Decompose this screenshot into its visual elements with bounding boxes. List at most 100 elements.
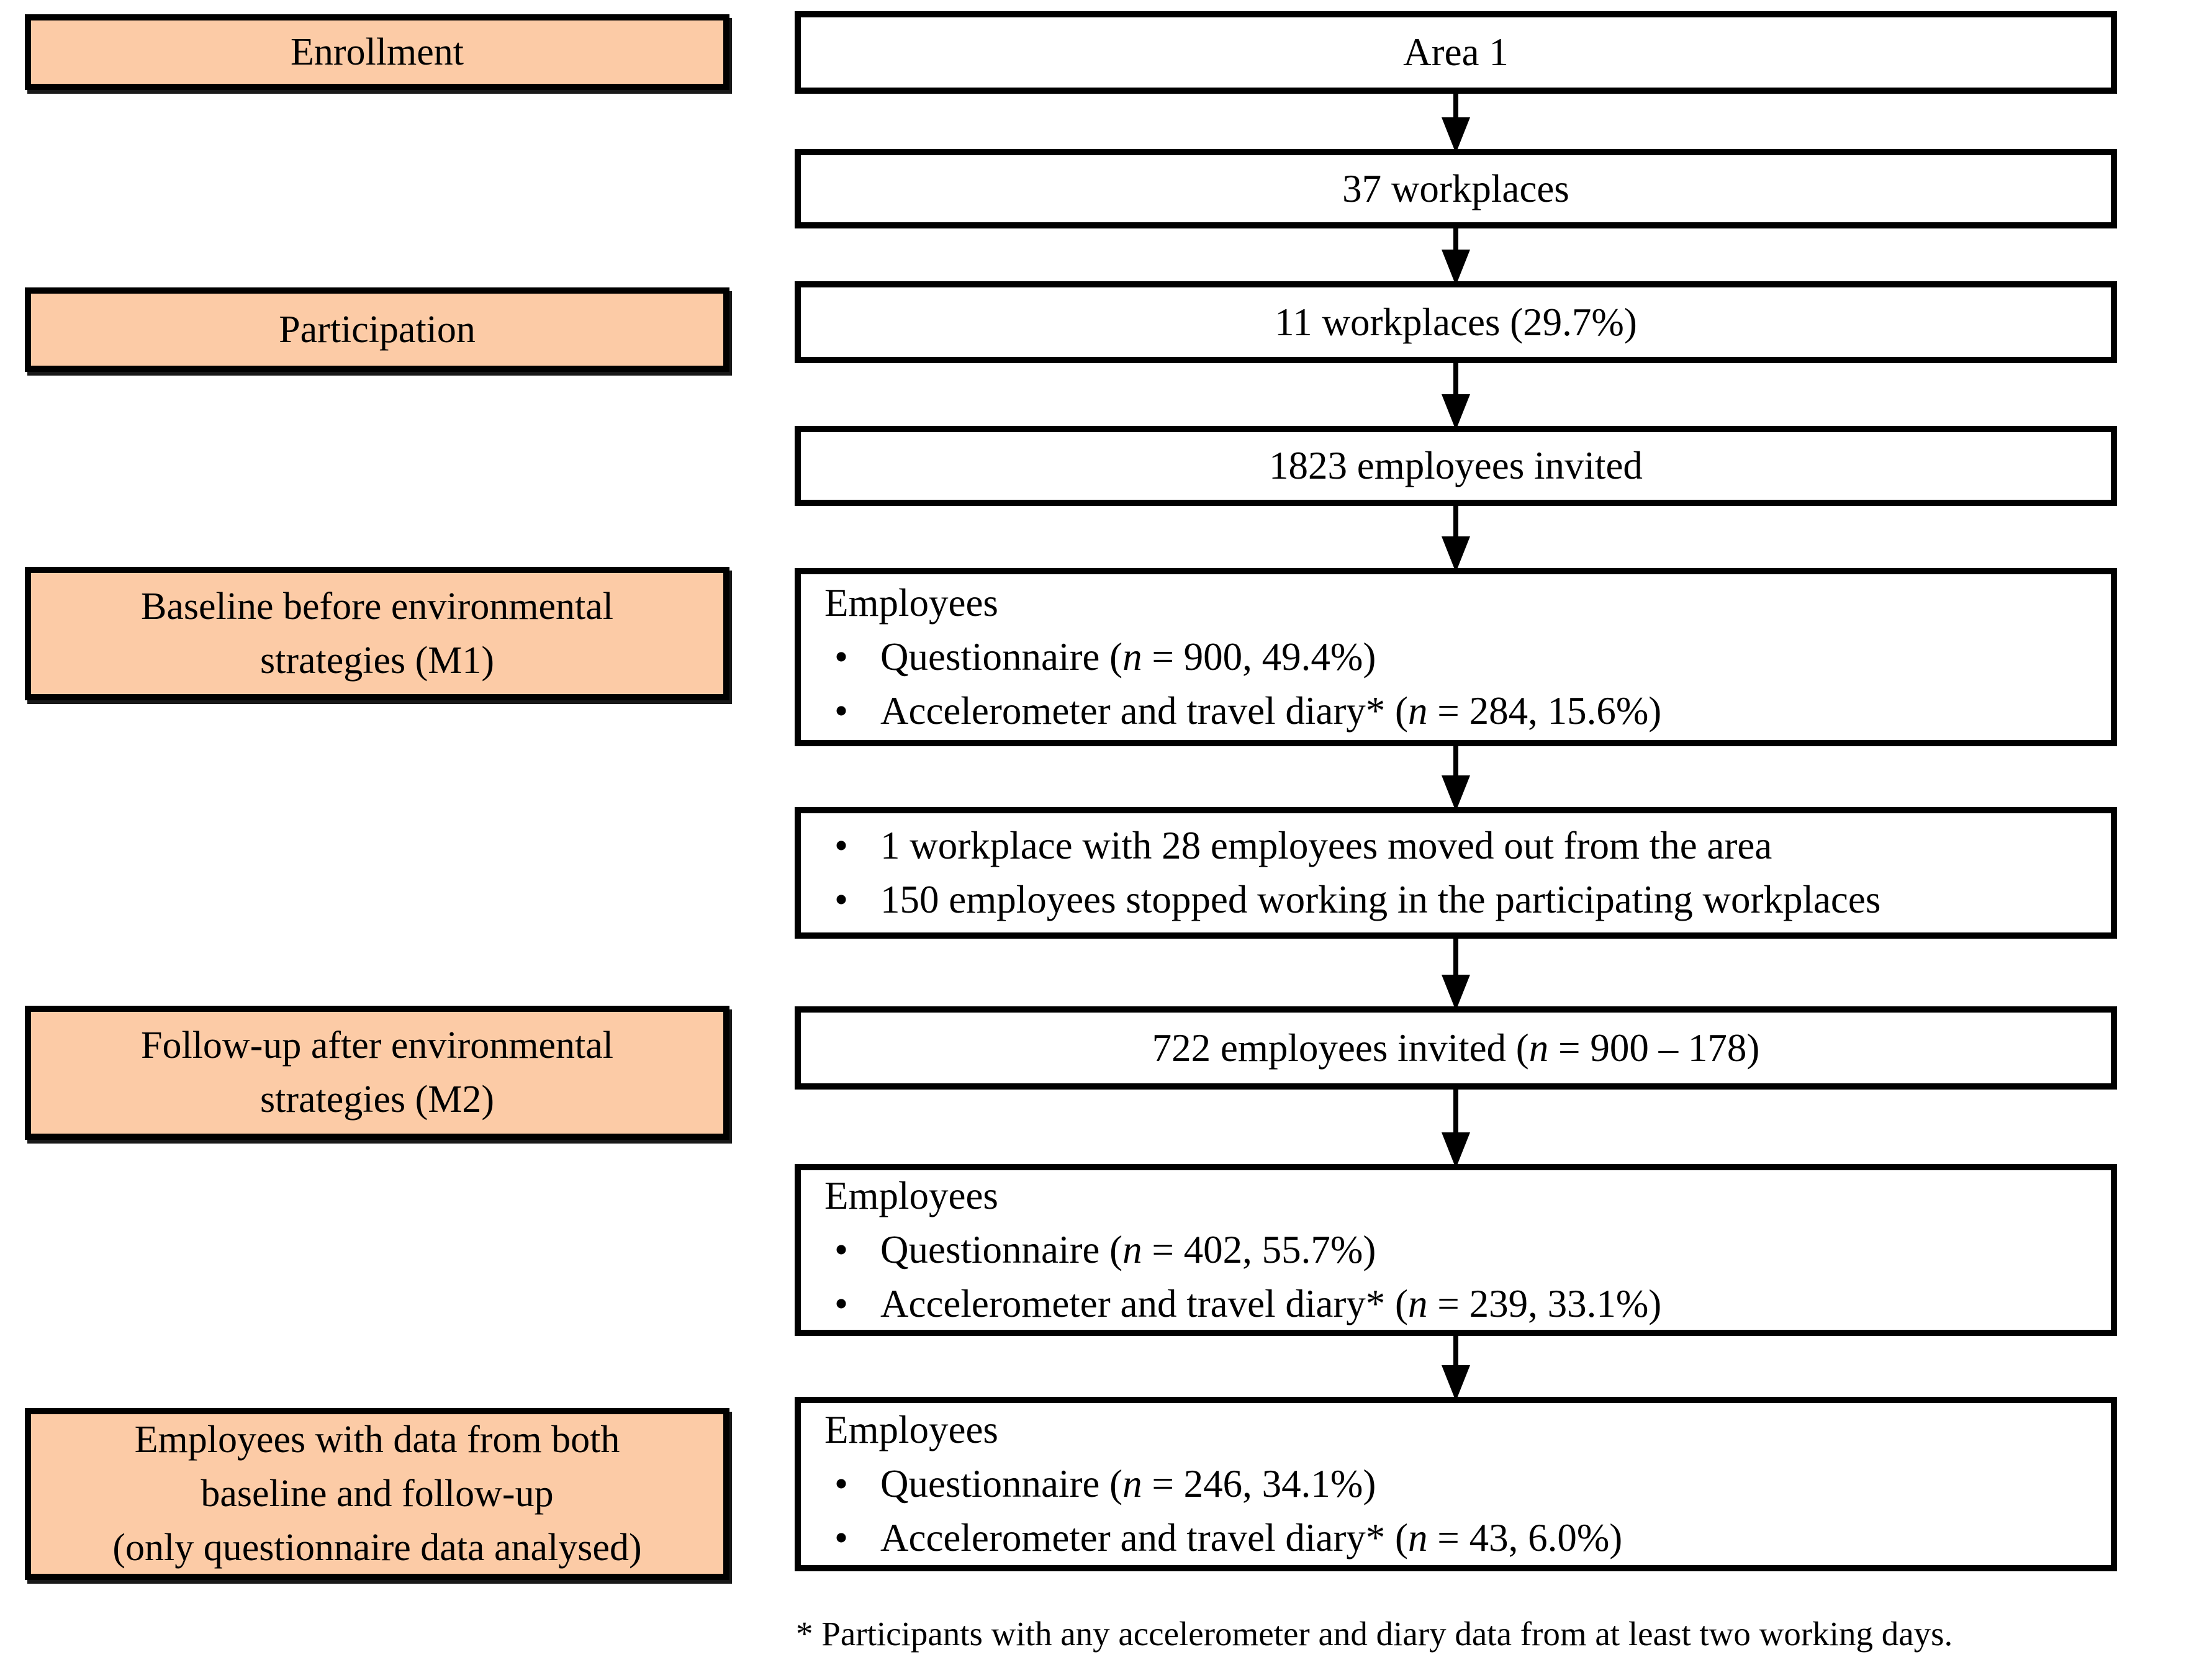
stage-label-text: Participation bbox=[279, 308, 476, 351]
bullet-icon: • bbox=[834, 688, 849, 733]
flow-box-text: 37 workplaces bbox=[1342, 166, 1569, 210]
footnote: * Participants with any accelerometer an… bbox=[796, 1615, 1953, 1653]
n-variable: n bbox=[1122, 1228, 1142, 1272]
bullet-icon: • bbox=[834, 1462, 849, 1506]
stage-label-participation: Participation bbox=[25, 287, 729, 372]
arrow-stem bbox=[1453, 1336, 1458, 1365]
arrow-head bbox=[1442, 975, 1470, 1011]
arrow-head bbox=[1442, 394, 1470, 430]
flow-box-text: 1823 employees invited bbox=[1269, 444, 1643, 487]
bullet-text: Questionnaire (n = 900, 49.4%) bbox=[880, 630, 1376, 684]
flow-box-11-workplaces: 11 workplaces (29.7%) bbox=[795, 281, 2117, 363]
flow-box-text: 722 employees invited (n = 900 – 178) bbox=[1152, 1026, 1760, 1071]
n-variable: n bbox=[1122, 635, 1142, 679]
bullet-text-pre: Questionnaire ( bbox=[880, 1228, 1123, 1272]
flow-box-heading: Employees bbox=[824, 1408, 998, 1452]
flow-box-text: Area 1 bbox=[1403, 30, 1509, 74]
down-arrow-icon bbox=[1442, 939, 1470, 1011]
down-arrow-icon bbox=[1442, 228, 1470, 286]
down-arrow-icon bbox=[1442, 1090, 1470, 1168]
n-variable: n bbox=[1408, 688, 1428, 733]
n-variable: n bbox=[1408, 1515, 1428, 1559]
bullet-icon: • bbox=[834, 878, 849, 921]
stage-label-both-timepoints: Employees with data from both baseline a… bbox=[25, 1408, 729, 1580]
stage-label-text: strategies (M2) bbox=[260, 1078, 495, 1121]
arrow-head bbox=[1442, 117, 1470, 153]
arrow-stem bbox=[1453, 94, 1458, 117]
bullet-line: • Accelerometer and travel diary* (n = 2… bbox=[824, 1277, 2087, 1330]
down-arrow-icon bbox=[1442, 1336, 1470, 1401]
down-arrow-icon bbox=[1442, 746, 1470, 811]
stage-label-followup-m2: Follow-up after environmental strategies… bbox=[25, 1006, 729, 1140]
flow-box-baseline-employees: Employees • Questionnaire (n = 900, 49.4… bbox=[795, 568, 2117, 746]
bullet-text-pre: Questionnaire ( bbox=[880, 1462, 1123, 1506]
stage-label-text: strategies (M1) bbox=[260, 639, 495, 682]
bullet-text: Questionnaire (n = 246, 34.1%) bbox=[880, 1457, 1376, 1511]
bullet-text-pre: Accelerometer and travel diary* ( bbox=[880, 1281, 1409, 1325]
down-arrow-icon bbox=[1442, 363, 1470, 430]
bullet-text-post: = 402, 55.7%) bbox=[1142, 1228, 1376, 1272]
bullet-line: • 1 workplace with 28 employees moved ou… bbox=[824, 819, 2087, 873]
bullet-text: Accelerometer and travel diary* (n = 284… bbox=[880, 684, 1661, 738]
bullet-text: 150 employees stopped working in the par… bbox=[880, 878, 1881, 921]
bullet-line: • Questionnaire (n = 246, 34.1%) bbox=[824, 1457, 2087, 1511]
arrow-stem bbox=[1453, 939, 1458, 975]
bullet-text: 1 workplace with 28 employees moved out … bbox=[880, 824, 1772, 868]
flow-box-area-1: Area 1 bbox=[795, 11, 2117, 94]
bullet-text: Accelerometer and travel diary* (n = 43,… bbox=[880, 1511, 1622, 1565]
bullet-icon: • bbox=[834, 1515, 849, 1559]
flow-box-heading: Employees bbox=[824, 581, 998, 625]
bullet-text-post: = 239, 33.1%) bbox=[1427, 1281, 1662, 1325]
flow-box-heading: Employees bbox=[824, 1174, 998, 1218]
bullet-text: Accelerometer and travel diary* (n = 239… bbox=[880, 1277, 1662, 1330]
arrow-stem bbox=[1453, 1090, 1458, 1132]
box-text-post: = 900 – 178) bbox=[1548, 1026, 1760, 1070]
flow-box-37-workplaces: 37 workplaces bbox=[795, 149, 2117, 228]
stage-label-text: (only questionnaire data analysed) bbox=[112, 1526, 642, 1569]
flow-box-both-employees: Employees • Questionnaire (n = 246, 34.1… bbox=[795, 1397, 2117, 1571]
arrow-stem bbox=[1453, 363, 1458, 394]
stage-label-text: Baseline before environmental bbox=[141, 585, 613, 628]
down-arrow-icon bbox=[1442, 506, 1470, 572]
arrow-head bbox=[1442, 775, 1470, 811]
bullet-line: • Questionnaire (n = 402, 55.7%) bbox=[824, 1223, 2087, 1277]
flow-box-text: 11 workplaces (29.7%) bbox=[1275, 300, 1637, 344]
bullet-text: Questionnaire (n = 402, 55.7%) bbox=[880, 1223, 1376, 1277]
n-variable: n bbox=[1528, 1026, 1549, 1070]
flow-box-1823-invited: 1823 employees invited bbox=[795, 426, 2117, 506]
stage-label-text: baseline and follow-up bbox=[201, 1473, 554, 1515]
bullet-line: • Accelerometer and travel diary* (n = 4… bbox=[824, 1511, 2087, 1565]
arrow-head bbox=[1442, 1365, 1470, 1401]
flow-box-dropout: • 1 workplace with 28 employees moved ou… bbox=[795, 807, 2117, 939]
bullet-text-post: = 284, 15.6%) bbox=[1427, 688, 1662, 733]
bullet-text-post: = 900, 49.4%) bbox=[1142, 635, 1376, 679]
arrow-head bbox=[1442, 1132, 1470, 1168]
bullet-text-post: = 246, 34.1%) bbox=[1142, 1462, 1376, 1506]
bullet-icon: • bbox=[834, 635, 849, 679]
bullet-line: • 150 employees stopped working in the p… bbox=[824, 873, 2087, 927]
stage-label-text: Enrollment bbox=[291, 30, 464, 73]
arrow-stem bbox=[1453, 746, 1458, 775]
bullet-text-pre: Accelerometer and travel diary* ( bbox=[880, 1515, 1409, 1559]
flow-box-followup-employees: Employees • Questionnaire (n = 402, 55.7… bbox=[795, 1164, 2117, 1336]
arrow-stem bbox=[1453, 506, 1458, 536]
bullet-icon: • bbox=[834, 1281, 849, 1325]
n-variable: n bbox=[1122, 1462, 1142, 1506]
bullet-text-pre: Questionnaire ( bbox=[880, 635, 1123, 679]
bullet-text-post: = 43, 6.0%) bbox=[1427, 1515, 1623, 1559]
stage-label-text: Employees with data from both bbox=[134, 1419, 620, 1461]
stage-label-baseline-m1: Baseline before environmental strategies… bbox=[25, 567, 729, 700]
bullet-icon: • bbox=[834, 1228, 849, 1272]
arrow-stem bbox=[1453, 228, 1458, 250]
flow-box-722-invited: 722 employees invited (n = 900 – 178) bbox=[795, 1006, 2117, 1090]
box-text-pre: 722 employees invited ( bbox=[1152, 1026, 1529, 1070]
bullet-line: • Questionnaire (n = 900, 49.4%) bbox=[824, 630, 2087, 684]
bullet-line: • Accelerometer and travel diary* (n = 2… bbox=[824, 684, 2087, 738]
bullet-text-pre: Accelerometer and travel diary* ( bbox=[880, 688, 1409, 733]
arrow-head bbox=[1442, 250, 1470, 286]
n-variable: n bbox=[1408, 1281, 1428, 1325]
down-arrow-icon bbox=[1442, 94, 1470, 153]
stage-label-enrollment: Enrollment bbox=[25, 14, 729, 90]
stage-label-text: Follow-up after environmental bbox=[140, 1024, 613, 1067]
